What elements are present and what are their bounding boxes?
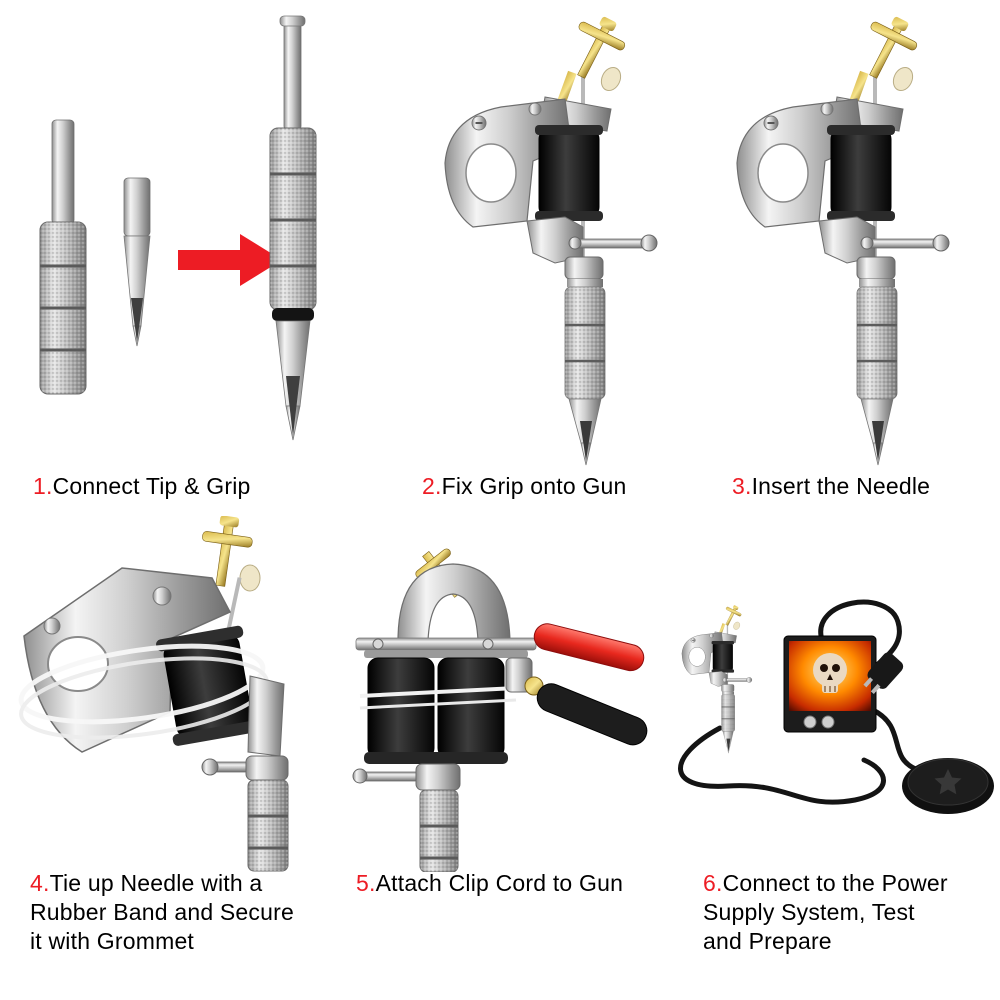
step2-caption: 2.Fix Grip onto Gun	[422, 472, 627, 501]
output-jack	[803, 715, 817, 729]
step4-caption: 4.Tie up Needle with a Rubber Band and S…	[30, 869, 310, 955]
rubber-band	[359, 686, 517, 698]
power-supply-box	[783, 635, 877, 733]
step6-caption: 6.Connect to the Power Supply System, Te…	[703, 869, 955, 955]
figure-step3-machine	[702, 8, 952, 473]
figure-step2-machine	[400, 8, 670, 473]
clip-cord-black-clip	[536, 683, 648, 746]
grommet-icon	[239, 564, 261, 592]
step6-number: 6.	[703, 870, 723, 896]
step1-caption: 1.Connect Tip & Grip	[33, 472, 251, 501]
red-arrow-right-icon	[178, 234, 282, 286]
figure-step4-rubber-band	[12, 516, 332, 872]
clip-cord-red-clip	[533, 623, 645, 672]
step5-number: 5.	[356, 870, 376, 896]
machine-clip-cord-illustration	[352, 548, 648, 872]
figure-step6-power-supply	[650, 578, 998, 840]
tip-part-illustration	[123, 177, 151, 347]
rubber-band	[359, 698, 517, 710]
power-cable	[818, 599, 902, 667]
step1-caption-text: Connect Tip & Grip	[52, 473, 251, 499]
tattoo-machine-illustration	[735, 8, 951, 467]
brass-thumbscrew-icon	[202, 516, 253, 587]
skull-flame-graphic	[813, 653, 847, 693]
step4-number: 4.	[30, 870, 50, 896]
star-emblem-icon	[934, 769, 962, 795]
step1-number: 1.	[33, 473, 53, 499]
step3-caption-text: Insert the Needle	[751, 473, 931, 499]
grip-part-illustration	[39, 119, 87, 395]
step3-number: 3.	[732, 473, 752, 499]
machine-closeup-illustration	[18, 516, 289, 872]
step2-caption-text: Fix Grip onto Gun	[441, 473, 627, 499]
rubber-band	[18, 643, 266, 725]
step2-number: 2.	[422, 473, 442, 499]
figure-step1-tip-grip	[28, 8, 338, 470]
power-plug-icon	[863, 652, 904, 695]
step3-caption: 3.Insert the Needle	[732, 472, 930, 501]
step5-caption: 5.Attach Clip Cord to Gun	[356, 869, 623, 898]
foot-pedal-illustration	[902, 758, 994, 814]
assembled-tip-grip-illustration	[269, 15, 317, 441]
clip-cord-cable	[678, 725, 886, 805]
step4-caption-text: Tie up Needle with a Rubber Band and Sec…	[30, 870, 294, 954]
step5-caption-text: Attach Clip Cord to Gun	[375, 870, 624, 896]
pedal-cable	[870, 707, 921, 773]
figure-step5-clip-cord	[338, 546, 658, 872]
output-jack	[821, 715, 835, 729]
step6-caption-text: Connect to the Power Supply System, Test…	[703, 870, 948, 954]
power-setup-illustration	[678, 599, 994, 814]
tattoo-machine-illustration	[443, 8, 659, 467]
coil	[437, 657, 505, 759]
